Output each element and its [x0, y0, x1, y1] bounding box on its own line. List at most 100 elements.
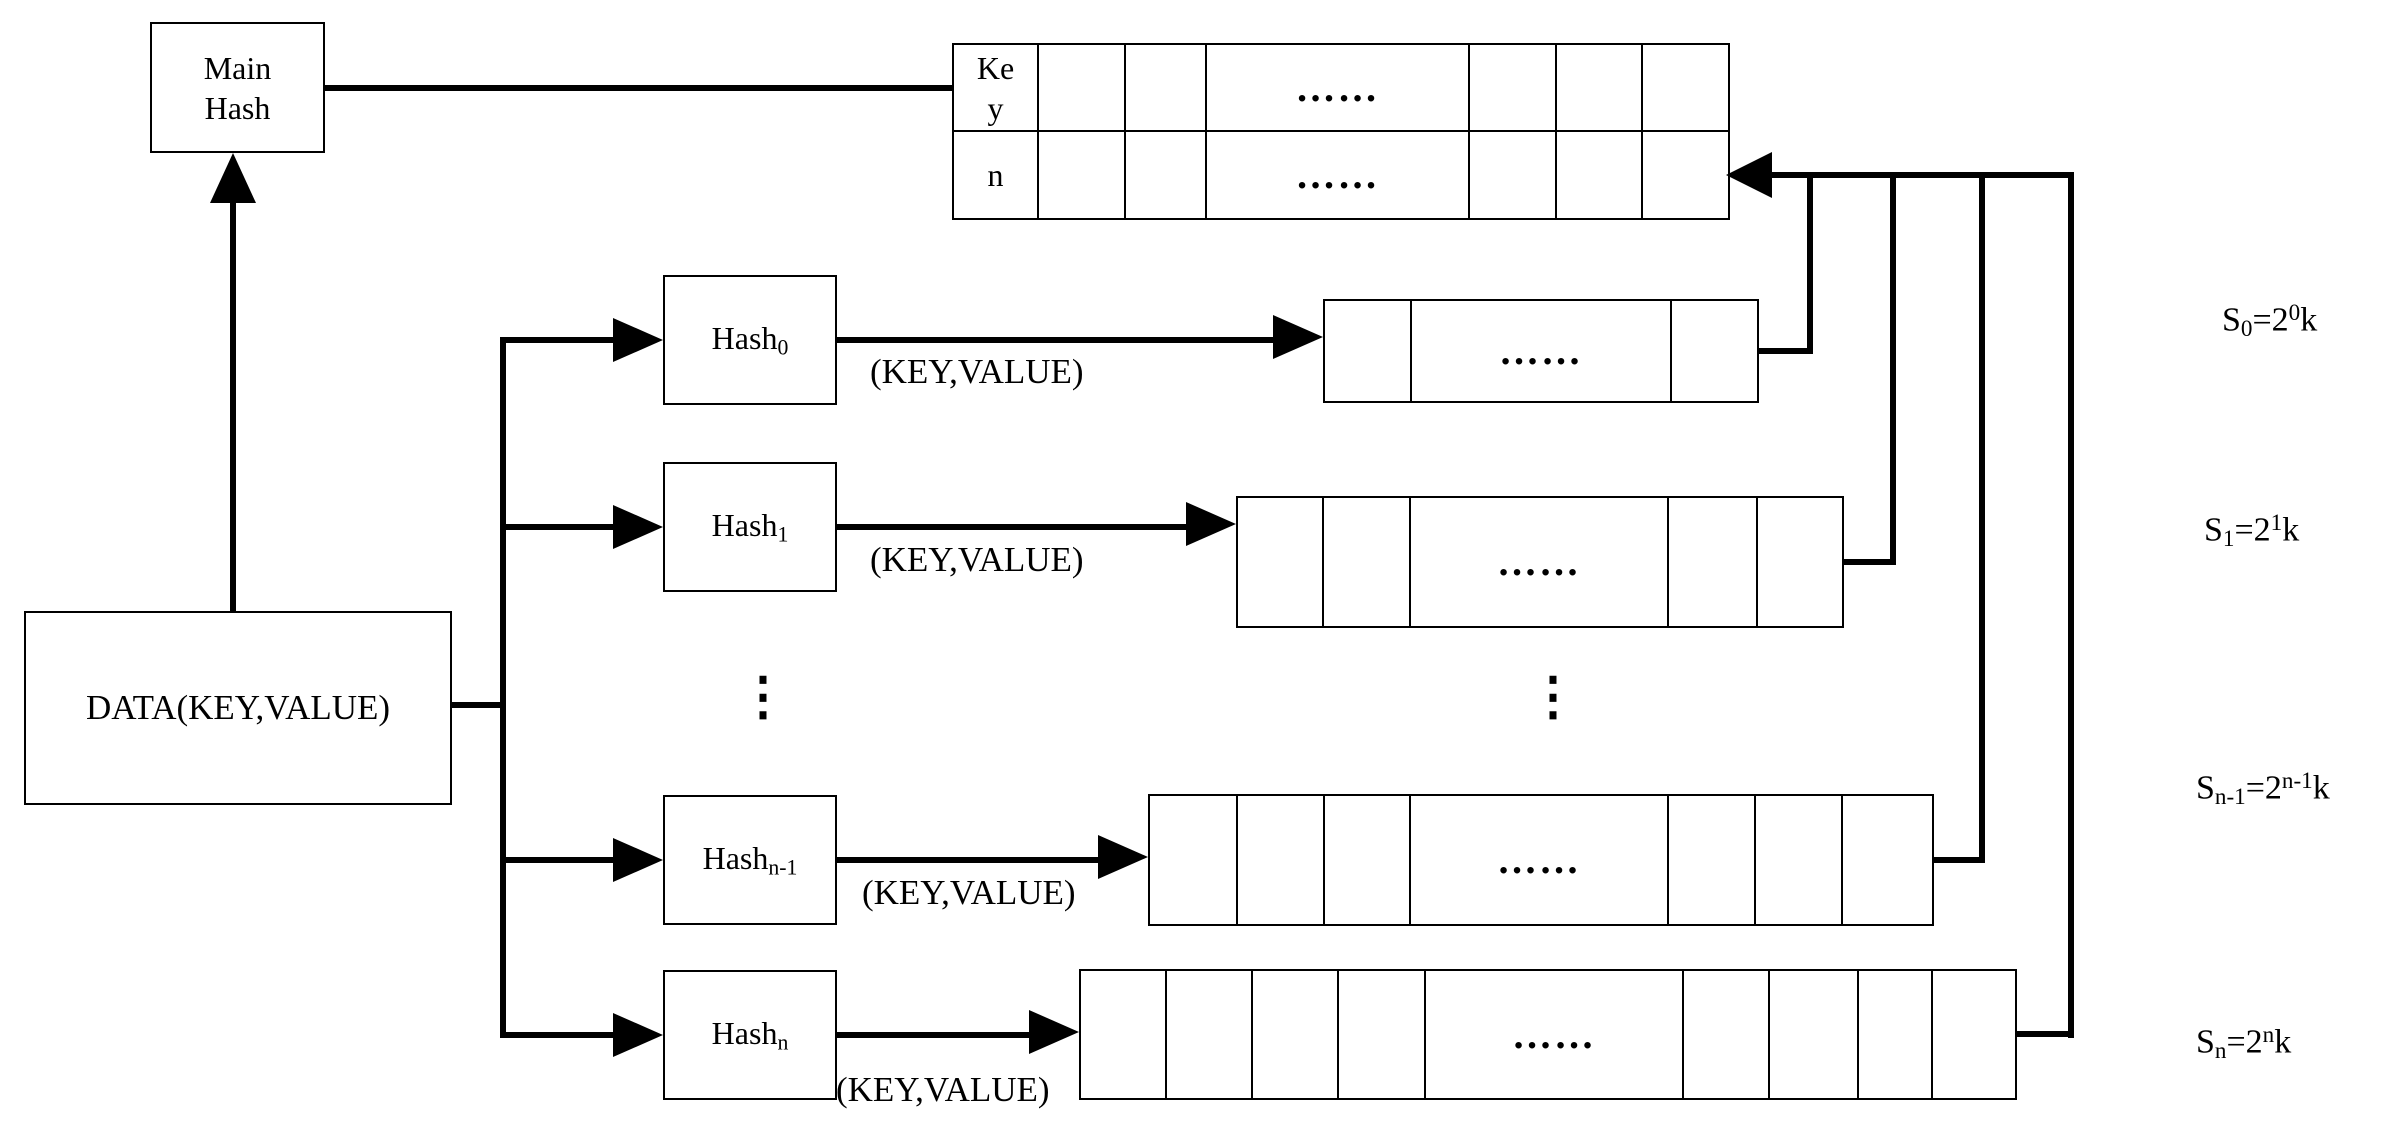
array-cell	[1933, 971, 2015, 1098]
feedback-line-n-1	[1979, 172, 1985, 863]
array-dots-cell: ……	[1411, 498, 1669, 626]
hash-to-array-line-n-1	[835, 857, 1108, 863]
distribution-bus-line	[500, 337, 506, 1038]
array-cell	[1672, 301, 1757, 401]
hash-label-n: Hashn	[711, 1015, 789, 1055]
key-n-table: Key …… n ……	[952, 43, 1730, 220]
hash-label-0: Hash0	[711, 320, 789, 360]
array-cell	[1081, 971, 1167, 1098]
table-cell	[1557, 45, 1643, 132]
data-source-label: DATA(KEY,VALUE)	[85, 688, 391, 727]
table-cell	[1126, 132, 1207, 218]
bucket-array-n-1: ……	[1148, 794, 1934, 926]
array-cell	[1684, 971, 1770, 1098]
feedback-line-1	[1890, 172, 1896, 565]
hash-to-array-line-n	[835, 1032, 1039, 1038]
array-cell	[1859, 971, 1933, 1098]
arrow-right-icon	[613, 1013, 663, 1057]
arrow-right-icon	[1273, 315, 1323, 359]
data-to-main-hash-line	[230, 200, 236, 611]
array-cell	[1238, 498, 1324, 626]
size-label-0: S0=20k	[2222, 300, 2318, 343]
table-key-dots-cell: ……	[1207, 45, 1470, 132]
n-label: n	[987, 157, 1004, 193]
bucket-array-1: ……	[1236, 496, 1844, 628]
table-n-dots-cell: ……	[1207, 132, 1470, 218]
array-cell	[1324, 498, 1411, 626]
data-bus-stub	[450, 702, 506, 708]
data-source-box: DATA(KEY,VALUE)	[24, 611, 452, 805]
branch-line-n	[503, 1032, 615, 1038]
hash-to-array-line-1	[835, 524, 1196, 530]
table-cell	[1126, 45, 1207, 132]
feedback-stub-n	[2015, 1031, 2074, 1037]
arrow-up-icon	[210, 153, 256, 203]
array-cell	[1669, 796, 1756, 924]
main-hash-box: Main Hash	[150, 22, 325, 153]
hash-to-array-line-0	[835, 337, 1283, 343]
array-cell	[1758, 498, 1842, 626]
vertical-ellipsis-right: ⋮	[1527, 669, 1579, 726]
arrow-right-icon	[1186, 502, 1236, 546]
array-dots-cell: ……	[1411, 796, 1669, 924]
size-label-n-1: Sn-1=2n-1k	[2196, 768, 2330, 811]
feedback-line-0	[1807, 172, 1813, 354]
array-dots-cell: ……	[1426, 971, 1684, 1098]
arrow-right-icon	[613, 318, 663, 362]
ellipsis-dots: ……	[1295, 152, 1380, 197]
array-cell	[1150, 796, 1238, 924]
table-cell	[1557, 132, 1643, 218]
array-cell	[1167, 971, 1253, 1098]
hash-box-n-1: Hashn-1	[663, 795, 837, 925]
array-cell	[1325, 301, 1413, 401]
size-label-1: S1=21k	[2204, 510, 2300, 553]
table-cell	[1470, 132, 1557, 218]
array-cell	[1843, 796, 1931, 924]
arrow-left-icon	[1726, 152, 1772, 198]
branch-line-1	[503, 524, 615, 530]
branch-line-n-1	[503, 857, 615, 863]
arrow-right-icon	[1098, 835, 1148, 879]
table-cell	[1470, 45, 1557, 132]
array-cell	[1669, 498, 1758, 626]
feedback-stub-n-1	[1932, 857, 1985, 863]
array-cell	[1339, 971, 1426, 1098]
hash-box-n: Hashn	[663, 970, 837, 1100]
array-cell	[1770, 971, 1859, 1098]
kv-label-n-1: (KEY,VALUE)	[862, 873, 1076, 912]
kv-label-1: (KEY,VALUE)	[870, 540, 1084, 579]
array-cell	[1253, 971, 1339, 1098]
kv-label-0: (KEY,VALUE)	[870, 352, 1084, 391]
hash-label-1: Hash1	[711, 507, 789, 547]
table-cell	[1643, 45, 1728, 132]
array-cell	[1756, 796, 1843, 924]
main-hash-label: Main Hash	[203, 49, 272, 126]
table-cell	[1039, 132, 1126, 218]
hash-label-n-1: Hashn-1	[702, 840, 798, 880]
branch-line-0	[503, 337, 615, 343]
table-cell	[1643, 132, 1728, 218]
bucket-array-0: ……	[1323, 299, 1759, 403]
arrow-right-icon	[613, 838, 663, 882]
size-label-n: Sn=2nk	[2196, 1022, 2292, 1065]
array-dots-cell: ……	[1412, 301, 1672, 401]
feedback-bus-top-line	[1768, 172, 2074, 178]
bucket-array-n: ……	[1079, 969, 2017, 1100]
arrow-right-icon	[1029, 1010, 1079, 1054]
feedback-stub-0	[1757, 348, 1813, 354]
key-label: Key	[976, 49, 1015, 126]
arrow-right-icon	[613, 505, 663, 549]
table-n-label-cell: n	[954, 132, 1039, 218]
table-key-label-cell: Key	[954, 45, 1039, 132]
ellipsis-dots: ……	[1295, 64, 1380, 110]
array-cell	[1325, 796, 1411, 924]
vertical-ellipsis-left: ⋮	[737, 669, 789, 726]
main-hash-to-table-line	[323, 85, 952, 91]
array-cell	[1238, 796, 1325, 924]
feedback-stub-1	[1842, 559, 1896, 565]
table-cell	[1039, 45, 1126, 132]
hash-box-1: Hash1	[663, 462, 837, 592]
hash-box-0: Hash0	[663, 275, 837, 405]
feedback-line-n	[2068, 172, 2074, 1038]
